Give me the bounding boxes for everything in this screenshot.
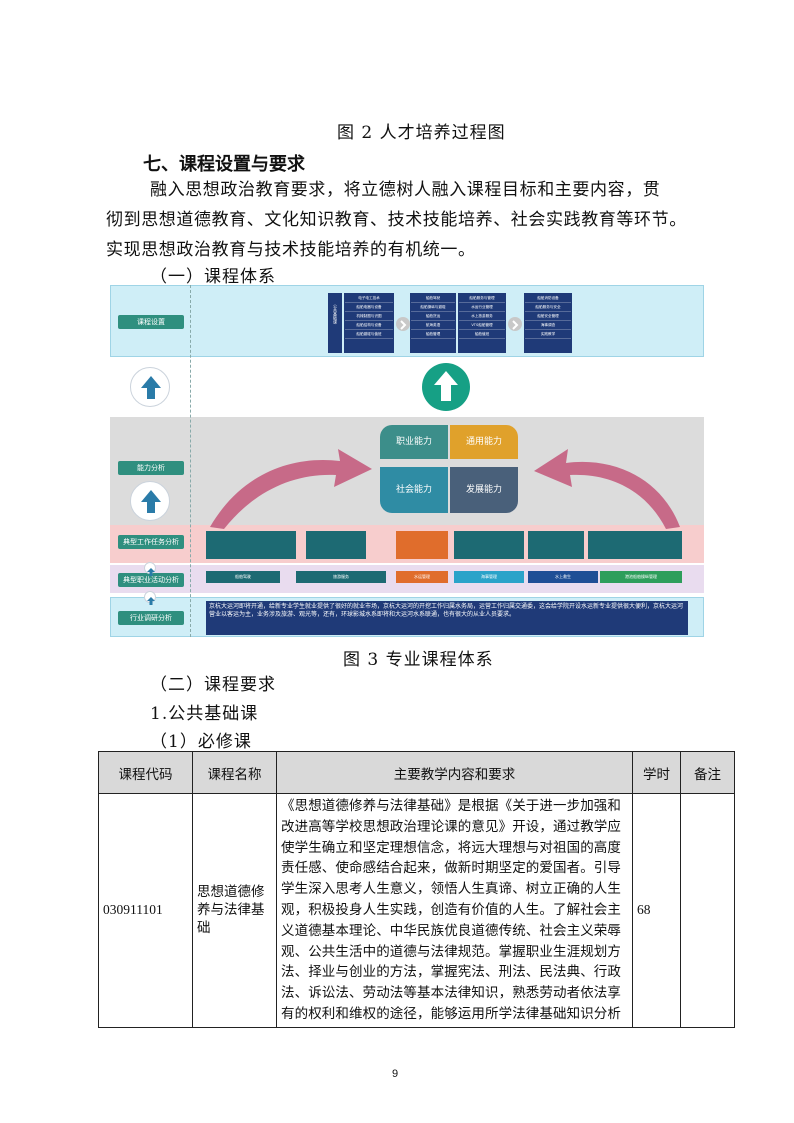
activity-box: 船舶驾驶 — [206, 571, 280, 583]
course-group-2: 船舶驾驶 船舶操纵与避碰 船舶货运 航海英语 船舶管理 — [410, 293, 456, 353]
label-industry-analysis: 行业调研分析 — [118, 611, 184, 625]
label-activity-analysis: 典型职业活动分析 — [118, 573, 184, 587]
header-content: 主要教学内容和要求 — [276, 751, 633, 794]
activity-box: 水运管理 — [396, 571, 448, 583]
content-line: 使学生确立和坚定理想信念，将远大理想与对祖国的高度 — [281, 839, 621, 856]
quad-development-ability: 发展能力 — [450, 467, 518, 513]
right-curved-arrow-icon — [534, 449, 680, 529]
intro-line-1: 融入思想政治教育要求，将立德树人融入课程目标和主要内容，贯 — [150, 180, 661, 200]
course-item: 船舶驾驶 — [411, 294, 455, 303]
content-line: 《思想道德修养与法律基础》是根据《关于进一步加强和 — [281, 798, 621, 814]
task-group-5 — [528, 531, 584, 559]
task-group-1 — [206, 531, 296, 559]
course-item: 航海英语 — [411, 321, 455, 330]
cell-content: 《思想道德修养与法律基础》是根据《关于进一步加强和 改进高等学校思想政治理论课的… — [276, 793, 633, 1028]
chevron-right-icon — [396, 317, 410, 331]
content-line: 观、公共生活中的道德与法律规范。掌握职业生涯规划方 — [281, 943, 621, 960]
quad-social-ability: 社会能力 — [380, 467, 448, 513]
course-item: 船舶电器与设备 — [345, 303, 393, 312]
content-line: 改进高等学校思想政治理论课的意见》开设，通过教学应 — [281, 818, 621, 835]
left-curved-arrow-icon — [210, 449, 372, 529]
small-up-arrow-icon — [144, 591, 156, 605]
task-group-4 — [454, 531, 524, 559]
course-item: 水上旅游服务 — [459, 312, 505, 321]
content-line: 义道德基本理论、中华民族优良道德传统、社会主义荣辱 — [281, 922, 621, 939]
task-group-3 — [396, 531, 448, 559]
cell-course-code: 030911101 — [98, 793, 193, 1028]
quad-general-ability: 通用能力 — [450, 425, 518, 459]
figure3-caption: 图 3 专业课程体系 — [343, 650, 494, 670]
course-item: 水运行业管理 — [459, 303, 505, 312]
activity-box: 旅游服务 — [296, 571, 386, 583]
course-item: 船舶服务与安全 — [525, 303, 571, 312]
course-item: 船舶值班 — [459, 330, 505, 339]
course-item: 船舶货运 — [411, 312, 455, 321]
task-group-6 — [588, 531, 682, 559]
activity-box: 水上救生 — [528, 571, 598, 583]
intro-line-3: 实现思想政治教育与技术技能培养的有机统一。 — [106, 240, 476, 260]
label-task-analysis: 典型工作任务分析 — [118, 535, 184, 549]
course-item: 机械制图与识图 — [345, 312, 393, 321]
subheading-course-requirements: （二）课程要求 — [150, 675, 276, 695]
label-ability-analysis: 能力分析 — [118, 461, 184, 475]
course-item: 船舶服务与管理 — [459, 294, 505, 303]
header-course-name: 课程名称 — [192, 751, 277, 794]
chevron-right-icon — [508, 317, 522, 331]
small-up-arrow-icon — [144, 562, 156, 576]
course-group-label: 公共基础课 — [333, 304, 338, 324]
course-item: 海事调查 — [525, 321, 571, 330]
course-item: 船舶消防设备 — [525, 294, 571, 303]
course-item: 船舶管理 — [411, 330, 455, 339]
activity-box: 海事管理 — [454, 571, 524, 583]
course-item: 船舶结构与设备 — [345, 321, 393, 330]
header-hours: 学时 — [632, 751, 681, 794]
content-line: 法、择业与创业的方法，掌握宪法、刑法、民法典、行政 — [281, 964, 621, 981]
up-arrow-icon — [130, 481, 170, 521]
course-item: 船舶安全管理 — [525, 312, 571, 321]
course-system-diagram: 课程设置 能力分析 典型工作任务分析 典型职业活动分析 行业调研分析 公共基础课… — [110, 285, 704, 637]
course-item: 电子电工技术 — [345, 294, 393, 303]
task-group-2 — [306, 531, 366, 559]
course-item: 实践教学 — [525, 330, 571, 339]
header-course-code: 课程代码 — [98, 751, 193, 794]
course-item: VTS船舶管理 — [459, 321, 505, 330]
course-group-public-label: 公共基础课 — [328, 293, 342, 353]
activity-box: 港池船舶操纵管理 — [600, 571, 682, 583]
industry-research-text: 京杭大运河即将开通，给新专业学生就业提供了很好的就业市场，京杭大运河的开挖工作归… — [206, 601, 688, 635]
intro-line-2: 彻到思想道德教育、文化知识教育、技术技能培养、社会实践教育等环节。 — [106, 210, 687, 230]
content-line: 观，积极投身人生实践，创造有价值的人生。了解社会主 — [281, 901, 621, 918]
course-group-4: 船舶消防设备 船舶服务与安全 船舶安全管理 海事调查 实践教学 — [524, 293, 572, 353]
content-line: 学生深入思考人生意义，领悟人生真谛、树立正确的人生 — [281, 881, 621, 898]
course-group-1: 电子电工技术 船舶电器与设备 机械制图与识图 船舶结构与设备 船舶避碰与值班 — [344, 293, 394, 353]
cell-hours: 68 — [632, 793, 681, 1028]
subheading-required: （1）必修课 — [150, 732, 252, 752]
course-requirements-table: 课程代码 课程名称 主要教学内容和要求 学时 备注 030911101 思想道德… — [98, 751, 735, 1028]
up-arrow-icon — [130, 367, 170, 407]
content-line: 法、诉讼法、劳动法等基本法律知识，熟悉劳动者依法享 — [281, 985, 621, 1002]
big-up-arrow-icon — [422, 363, 470, 411]
content-line: 有的权利和维权的途径，能够运用所学法律基础知识分析 — [281, 1005, 621, 1022]
section-heading: 七、课程设置与要求 — [143, 154, 305, 175]
subheading-course-system: （一）课程体系 — [150, 267, 276, 287]
left-guide-line — [190, 285, 191, 637]
table-row: 030911101 思想道德修养与法律基础 《思想道德修养与法律基础》是根据《关… — [98, 793, 735, 1028]
cell-course-name: 思想道德修养与法律基础 — [192, 793, 277, 1028]
quad-professional-ability: 职业能力 — [380, 425, 448, 459]
course-group-3: 船舶服务与管理 水运行业管理 水上旅游服务 VTS船舶管理 船舶值班 — [458, 293, 506, 353]
cell-notes — [680, 793, 735, 1028]
page-number: 9 — [392, 1068, 399, 1080]
course-item: 船舶避碰与值班 — [345, 330, 393, 339]
figure2-caption: 图 2 人才培养过程图 — [337, 123, 506, 143]
course-item: 船舶操纵与避碰 — [411, 303, 455, 312]
label-course-setup: 课程设置 — [118, 315, 184, 329]
subheading-public-basic: 1.公共基础课 — [150, 704, 259, 724]
header-notes: 备注 — [680, 751, 735, 794]
content-line: 责任感、使命感结合起来，做新时期坚定的爱国者。引导 — [281, 860, 621, 877]
